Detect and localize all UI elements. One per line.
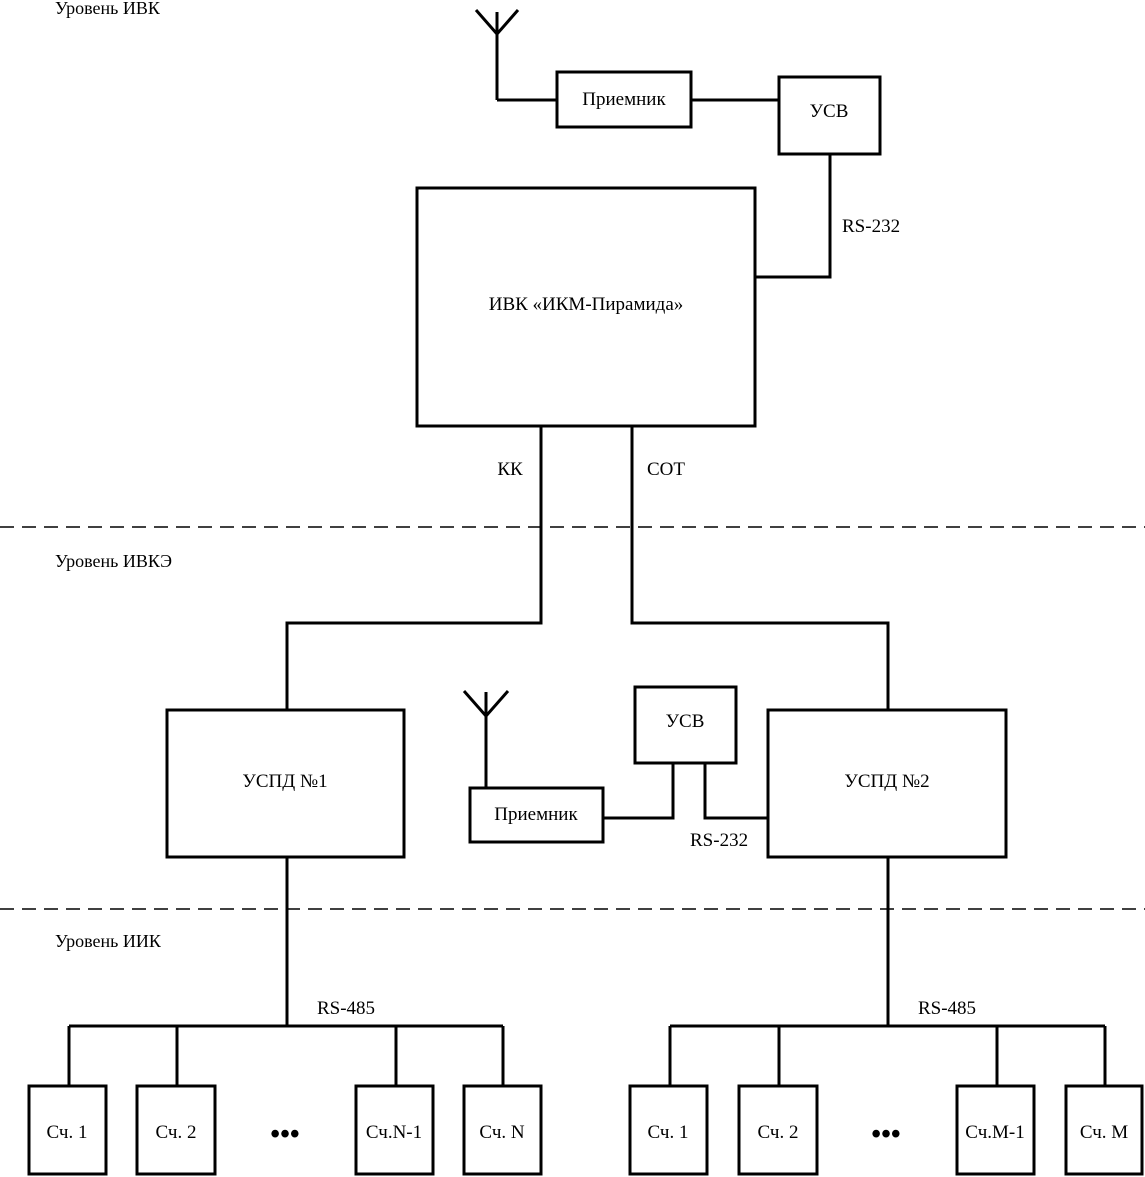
- uspd1-label: УСПД №1: [242, 771, 327, 792]
- right-meter-2-label: Сч. 2: [758, 1122, 799, 1143]
- middle-usv-label: УСВ: [666, 711, 705, 732]
- right-meter-2-box: [737, 1084, 819, 1176]
- uspd1-box: [165, 708, 406, 859]
- top-usv-label: УСВ: [810, 101, 849, 122]
- right-ellipsis: •••: [871, 1119, 900, 1150]
- top-antenna-icon: [474, 9, 520, 100]
- sot-label: СОТ: [647, 459, 685, 480]
- middle-usv-uspd2-link: [703, 763, 768, 820]
- level-ivk-label: Уровень ИВК: [55, 0, 161, 18]
- left-meter-1-label: Сч. 1: [47, 1122, 88, 1143]
- right-meter-3-box: [955, 1084, 1036, 1176]
- middle-antenna-icon: [462, 690, 510, 788]
- top-rs232-label: RS-232: [842, 216, 900, 237]
- left-meter-3-label: Сч.N-1: [366, 1122, 422, 1143]
- uspd2-label: УСПД №2: [844, 771, 929, 792]
- ivk-label: ИВК «ИКМ-Пирамида»: [489, 294, 684, 315]
- right-rs485-label: RS-485: [918, 998, 976, 1019]
- kk-label: КК: [497, 459, 523, 480]
- level-ivke-label: Уровень ИВКЭ: [55, 551, 172, 571]
- middle-receiver-box: [468, 786, 605, 844]
- right-meter-1-label: Сч. 1: [648, 1122, 689, 1143]
- kk-channel-link: [285, 426, 543, 710]
- right-meter-4-label: Сч. M: [1080, 1122, 1128, 1143]
- left-rs485-label: RS-485: [317, 998, 375, 1019]
- middle-rs232-label: RS-232: [690, 830, 748, 851]
- top-receiver-label: Приемник: [582, 89, 666, 110]
- middle-receiver-usv-link: [603, 763, 675, 820]
- left-meter-2-box: [135, 1084, 217, 1176]
- left-ellipsis: •••: [270, 1119, 299, 1150]
- left-meter-3-box: [354, 1084, 435, 1176]
- left-meter-4-label: Сч. N: [479, 1122, 524, 1143]
- right-meter-3-label: Сч.M-1: [965, 1122, 1024, 1143]
- right-meter-1-box: [628, 1084, 709, 1176]
- right-meter-4-box: [1064, 1084, 1144, 1176]
- sot-channel-link: [630, 426, 890, 710]
- top-rs232-link: [755, 154, 832, 279]
- middle-usv-box: [633, 685, 738, 765]
- ivk-box: [415, 186, 757, 428]
- left-meter-4-box: [462, 1084, 543, 1176]
- uspd2-box: [766, 708, 1008, 859]
- level-iik-label: Уровень ИИК: [55, 931, 162, 951]
- left-meter-2-label: Сч. 2: [156, 1122, 197, 1143]
- middle-receiver-label: Приемник: [494, 804, 578, 825]
- left-meter-1-box: [27, 1084, 108, 1176]
- top-receiver-box: [555, 70, 693, 129]
